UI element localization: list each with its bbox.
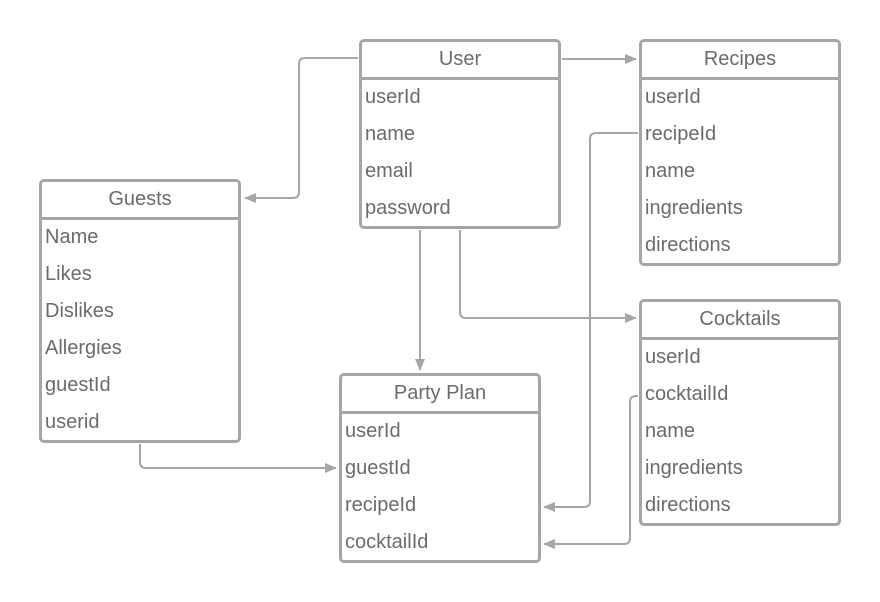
entity-user-title: User bbox=[362, 42, 558, 80]
connector-recipes-party-plan bbox=[543, 132, 638, 512]
entity-recipes-field-recipeid: recipeId bbox=[645, 123, 717, 145]
entity-user-field-name: name bbox=[365, 123, 416, 145]
connector-guests-party-plan bbox=[139, 444, 337, 473]
entity-party-plan-field-cocktailid: cocktailId bbox=[345, 531, 429, 553]
entity-recipes-field-userid: userId bbox=[645, 86, 701, 108]
entity-cocktails-field-ingredients: ingredients bbox=[645, 457, 743, 479]
entity-cocktails-field-cocktailid: cocktailId bbox=[645, 383, 729, 405]
entity-recipes-field-ingredients: ingredients bbox=[645, 197, 743, 219]
entity-guests-field-userid: userid bbox=[45, 411, 100, 433]
entity-party-plan-title: Party Plan bbox=[342, 376, 538, 414]
entity-recipes[interactable]: Recipes userId recipeId name ingredients… bbox=[639, 39, 841, 266]
entity-recipes-field-directions: directions bbox=[645, 234, 731, 256]
entity-user-field-password: password bbox=[365, 197, 451, 219]
entity-cocktails-field-userid: userId bbox=[645, 346, 701, 368]
connector-cocktails-party-plan bbox=[543, 395, 638, 549]
entity-guests-title: Guests bbox=[42, 182, 238, 220]
entity-guests[interactable]: Guests Name Likes Dislikes Allergies gue… bbox=[39, 179, 241, 443]
entity-cocktails-field-directions: directions bbox=[645, 494, 731, 516]
entity-cocktails[interactable]: Cocktails userId cocktailId name ingredi… bbox=[639, 299, 841, 526]
entity-guests-field-allergies: Allergies bbox=[45, 337, 122, 359]
entity-recipes-title: Recipes bbox=[642, 42, 838, 80]
entity-recipes-field-name: name bbox=[645, 160, 696, 182]
entity-cocktails-field-name: name bbox=[645, 420, 696, 442]
entity-guests-field-guestid: guestId bbox=[45, 374, 111, 396]
entity-guests-field-dislikes: Dislikes bbox=[45, 300, 114, 322]
entity-party-plan[interactable]: Party Plan userId guestId recipeId cockt… bbox=[339, 373, 541, 563]
entity-guests-field-name: Name bbox=[45, 226, 99, 248]
entity-user-field-userid: userId bbox=[365, 86, 421, 108]
entity-user-field-email: email bbox=[365, 160, 413, 182]
entity-party-plan-field-userid: userId bbox=[345, 420, 401, 442]
entity-party-plan-field-recipeid: recipeId bbox=[345, 494, 417, 516]
entity-party-plan-field-guestid: guestId bbox=[345, 457, 411, 479]
connector-user-cocktails bbox=[459, 230, 637, 323]
entity-guests-field-likes: Likes bbox=[45, 263, 92, 285]
entity-cocktails-title: Cocktails bbox=[642, 302, 838, 340]
connector-user-guests bbox=[244, 57, 358, 203]
entity-user[interactable]: User userId name email password bbox=[359, 39, 561, 229]
